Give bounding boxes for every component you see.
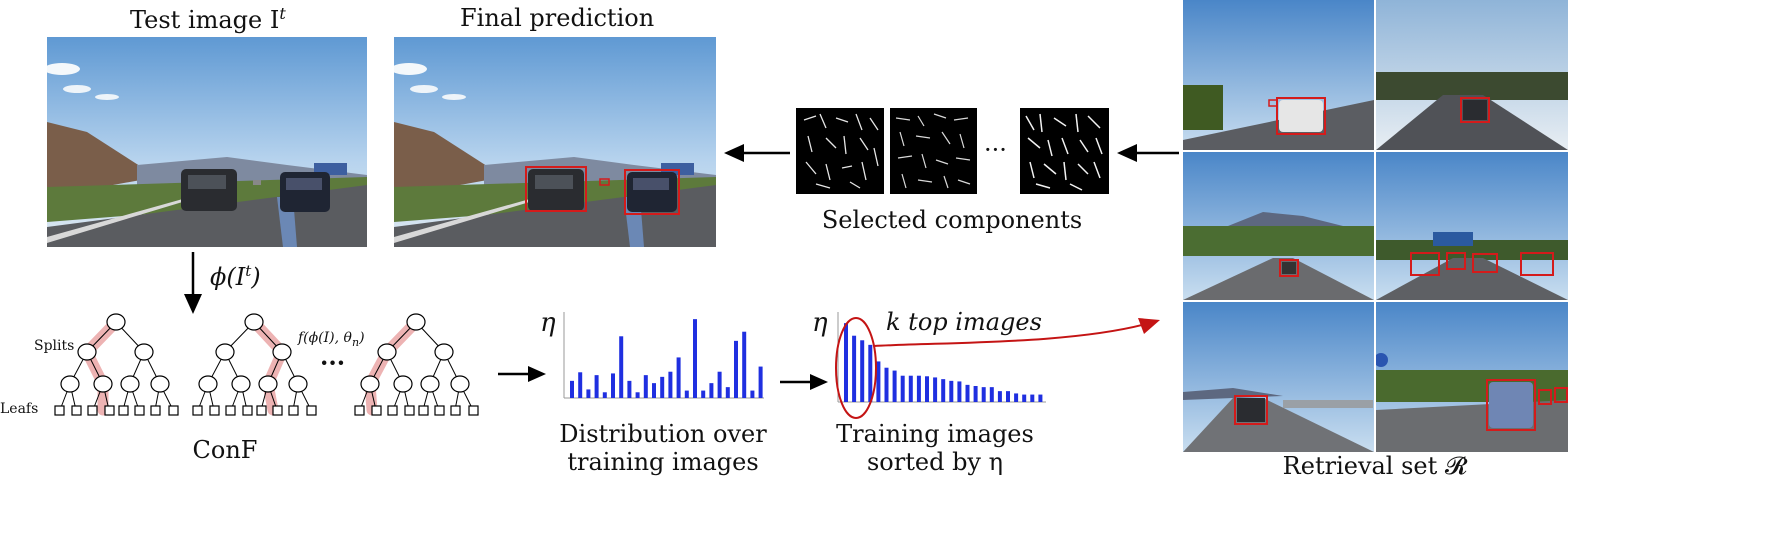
bar xyxy=(957,381,962,402)
bar xyxy=(717,371,722,398)
bar xyxy=(676,357,681,398)
arrow-to-components xyxy=(1117,144,1179,162)
tree-1 xyxy=(54,313,179,416)
test-image-caption: Test image It xyxy=(130,4,286,34)
components-ellipsis: ··· xyxy=(984,136,1007,164)
arrow-to-prediction xyxy=(724,144,790,162)
bar xyxy=(742,331,747,398)
retrieval-grid xyxy=(1183,0,1568,452)
bar xyxy=(578,372,583,398)
bar xyxy=(892,370,897,402)
bar xyxy=(844,323,848,402)
bar xyxy=(876,361,881,402)
bar xyxy=(693,319,697,398)
sorted-chart xyxy=(835,312,1046,419)
component-3 xyxy=(1020,108,1109,194)
leafs-label: Leafs xyxy=(0,401,39,417)
bar xyxy=(602,392,607,398)
component-2 xyxy=(890,108,977,194)
bar xyxy=(1022,394,1027,402)
bar xyxy=(908,375,913,402)
bar xyxy=(860,340,865,402)
arrow-to-sorted xyxy=(780,374,828,390)
bar xyxy=(997,391,1002,402)
retrieval-set-caption: Retrieval set 𝓡 xyxy=(1282,452,1468,480)
bar xyxy=(635,392,640,398)
arrow-to-distribution xyxy=(498,366,546,382)
arrow-phi xyxy=(184,252,202,314)
bar xyxy=(981,387,986,402)
tree-2 xyxy=(192,313,317,416)
bar xyxy=(668,371,673,398)
bar xyxy=(973,386,978,402)
final-prediction-caption: Final prediction xyxy=(460,4,655,32)
component-1 xyxy=(796,108,884,194)
bar xyxy=(643,375,648,398)
splits-label: Splits xyxy=(34,338,75,354)
bar xyxy=(594,375,599,398)
bar xyxy=(941,379,946,402)
bar xyxy=(684,390,689,398)
arrow-to-retrieval xyxy=(873,318,1160,347)
bar xyxy=(1038,394,1043,402)
final-prediction-image xyxy=(394,37,716,247)
bar xyxy=(570,380,574,398)
distribution-caption: Distribution over training images xyxy=(559,420,767,476)
bar xyxy=(989,387,994,402)
bar xyxy=(660,376,665,398)
trees-ellipsis: ··· xyxy=(320,348,346,377)
bar xyxy=(1006,391,1010,402)
k-top-caption: k top images xyxy=(886,308,1042,336)
bar xyxy=(701,390,706,398)
selected-components-caption: Selected components xyxy=(821,206,1083,234)
test-image xyxy=(47,37,367,247)
split-function-label: f(ϕ(I), θn) xyxy=(298,330,365,349)
bar xyxy=(725,387,730,398)
bar xyxy=(852,335,857,402)
eta-label-1: η xyxy=(540,308,556,338)
bar xyxy=(868,344,873,402)
bar xyxy=(1014,393,1019,402)
bar xyxy=(965,384,970,402)
distribution-chart xyxy=(563,312,764,399)
conf-caption: ConF xyxy=(192,436,258,464)
tree-3 xyxy=(354,313,479,416)
bar xyxy=(916,375,921,402)
bar xyxy=(586,389,591,398)
bar xyxy=(652,383,656,398)
bar xyxy=(709,383,714,398)
top-k-highlight xyxy=(835,317,877,419)
phi-label: ϕ(It) xyxy=(210,262,261,291)
bar xyxy=(758,366,763,398)
bar xyxy=(933,377,938,402)
sorted-caption: Training images sorted by η xyxy=(836,420,1034,476)
bar xyxy=(925,376,929,402)
conf-trees xyxy=(54,313,479,416)
bar xyxy=(734,340,738,398)
eta-label-2: η xyxy=(812,308,828,338)
bar xyxy=(900,375,905,402)
bar xyxy=(750,390,755,398)
bar xyxy=(611,373,615,398)
bar xyxy=(627,380,632,398)
bar xyxy=(1030,394,1035,402)
bar xyxy=(619,336,624,398)
bar xyxy=(949,380,954,402)
bar xyxy=(884,367,889,402)
